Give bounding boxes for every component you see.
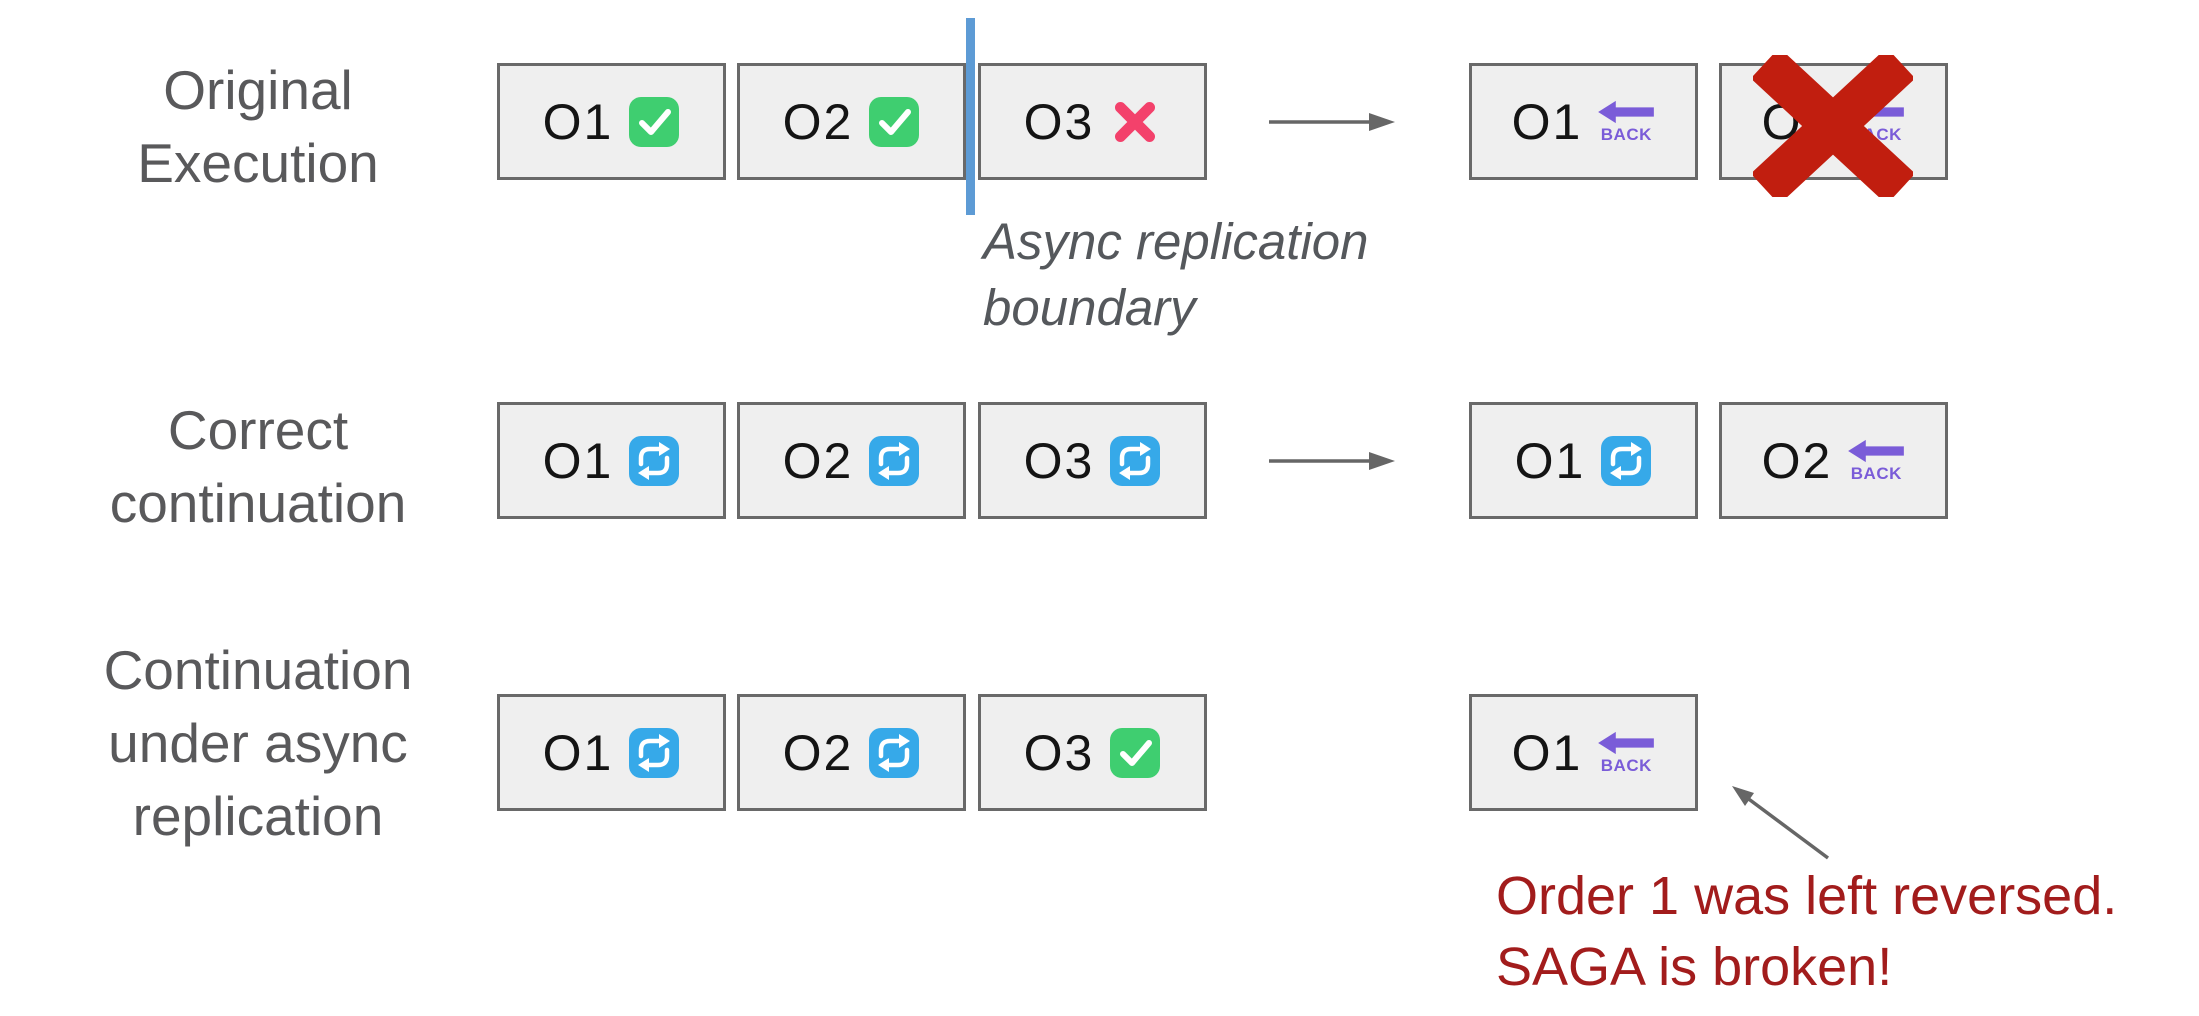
back-icon-label: BACK — [1600, 756, 1652, 775]
back-icon-label: BACK — [1850, 464, 1902, 483]
flow-arrow — [1269, 451, 1395, 470]
order-box-label: O2 — [782, 724, 854, 781]
back-arrow-icon: BACK — [1597, 730, 1655, 775]
row-label-line: Execution — [137, 132, 379, 194]
order-box-label: O1 — [1514, 432, 1586, 489]
order-box-label: O3 — [1023, 432, 1095, 489]
check-icon — [868, 96, 920, 148]
sync-icon — [868, 435, 920, 487]
annotation-text: Order 1 was left reversed. SAGA is broke… — [1496, 861, 2117, 1003]
back-arrow-icon: BACK — [1847, 438, 1905, 483]
row-label-2: Continuation under async replication — [40, 634, 476, 853]
order-box-label: O2 — [1761, 432, 1833, 489]
big-red-x-icon — [1753, 55, 1913, 197]
order-box-label: O3 — [1023, 93, 1095, 150]
order-box-o3-cross: O3 — [978, 63, 1207, 180]
row-label-line: replication — [132, 785, 384, 847]
back-icon-label: BACK — [1600, 125, 1652, 144]
check-icon — [1109, 727, 1161, 779]
cross-icon — [1109, 96, 1161, 148]
order-box-o2-check: O2 — [737, 63, 966, 180]
row-label-line: Correct — [167, 399, 349, 461]
annotation-pointer-arrow — [1732, 786, 1830, 860]
order-box-o3-sync: O3 — [978, 402, 1207, 519]
boundary-label-line2: boundary — [983, 279, 1196, 336]
order-box-label: O1 — [542, 724, 614, 781]
sync-icon — [1109, 435, 1161, 487]
row-label-line: under async — [108, 712, 408, 774]
sync-icon — [1600, 435, 1652, 487]
order-box-o1-sync: O1 — [497, 402, 726, 519]
order-box-label: O2 — [782, 432, 854, 489]
order-box-label: O1 — [542, 93, 614, 150]
back-arrow-icon: BACK — [1597, 99, 1655, 144]
sync-icon — [868, 727, 920, 779]
order-box-label: O1 — [1511, 724, 1583, 781]
row-label-line: continuation — [109, 472, 407, 534]
annotation-line1: Order 1 was left reversed. — [1496, 866, 2118, 926]
order-box-label: O2 — [782, 93, 854, 150]
annotation-line2: SAGA is broken! — [1496, 937, 1893, 997]
replication-boundary-line — [966, 18, 975, 215]
check-icon — [628, 96, 680, 148]
order-box-o2-sync: O2 — [737, 694, 966, 811]
row-label-line: Original — [163, 59, 353, 121]
order-box-label: O1 — [542, 432, 614, 489]
boundary-label: Async replication boundary — [983, 209, 1369, 341]
order-box-label: O1 — [1511, 93, 1583, 150]
order-box-o1-sync: O1 — [1469, 402, 1698, 519]
sync-icon — [628, 435, 680, 487]
boundary-label-line1: Async replication — [983, 213, 1369, 270]
order-box-label: O3 — [1023, 724, 1095, 781]
order-box-o3-check: O3 — [978, 694, 1207, 811]
order-box-o2-sync: O2 — [737, 402, 966, 519]
row-label-line: Continuation — [103, 639, 413, 701]
row-label-1: Correct continuation — [40, 394, 476, 540]
sync-icon — [628, 727, 680, 779]
order-box-o1-check: O1 — [497, 63, 726, 180]
flow-arrow — [1269, 112, 1395, 131]
order-box-o1-sync: O1 — [497, 694, 726, 811]
